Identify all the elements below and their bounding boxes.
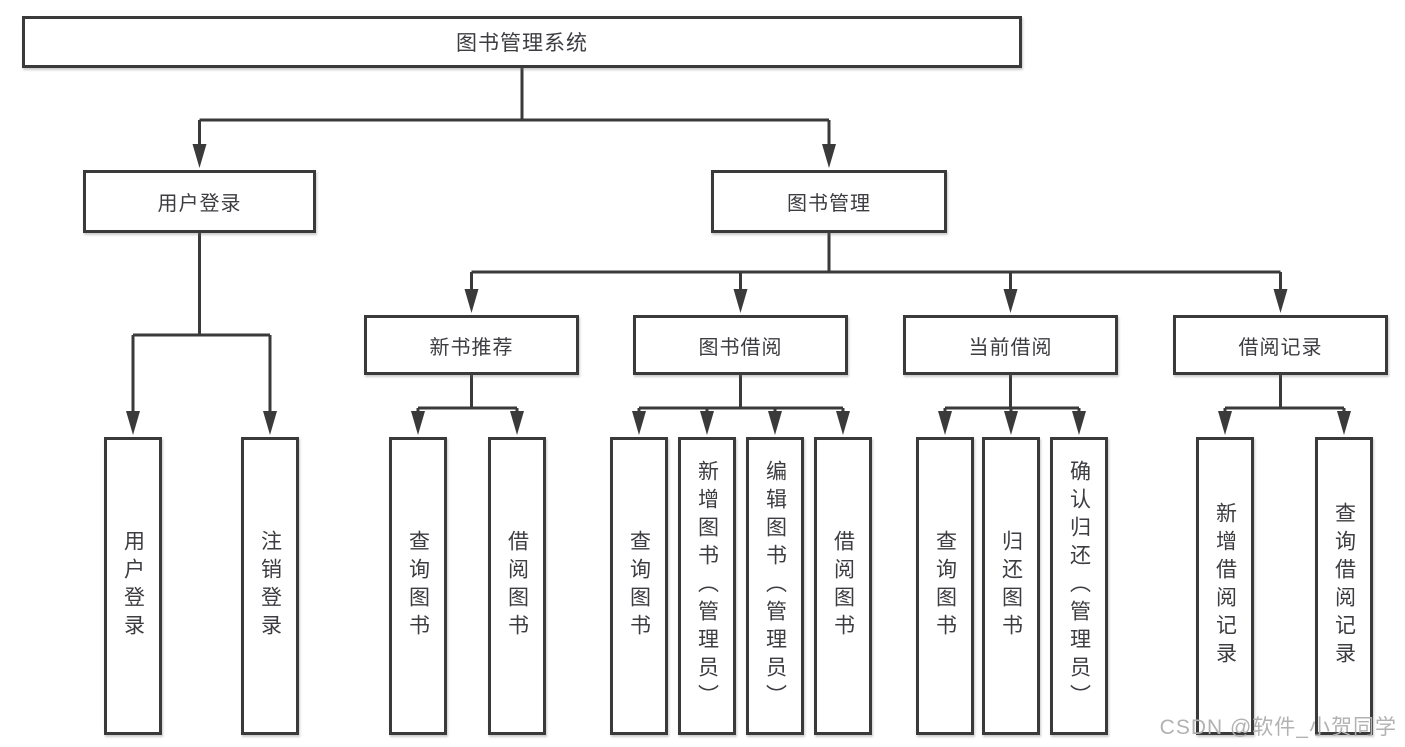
node-book-management-label: 图书管理	[787, 193, 871, 215]
leaf-add-book-admin: 新增图书（管理员）	[678, 437, 736, 735]
leaf-user-login-label: 用户登录	[121, 530, 145, 642]
leaf-borrow-query-book: 查询图书	[610, 437, 668, 735]
node-book-borrow-label: 图书借阅	[698, 336, 783, 359]
leaf-return-book-label: 归还图书	[999, 530, 1023, 642]
node-new-book-recommend: 新书推荐	[364, 315, 579, 375]
leaf-confirm-return-admin: 确认归还（管理员）	[1050, 437, 1108, 735]
leaf-add-borrow-record: 新增借阅记录	[1196, 437, 1254, 735]
leaf-newbook-borrow-book: 借阅图书	[488, 437, 546, 735]
leaf-edit-book-admin-label: 编辑图书（管理员）	[763, 460, 787, 712]
leaf-confirm-return-admin-label: 确认归还（管理员）	[1067, 460, 1091, 712]
leaf-user-login: 用户登录	[104, 437, 162, 735]
leaf-return-book: 归还图书	[982, 437, 1040, 735]
csdn-watermark: CSDN @软件_小贺同学	[1159, 716, 1397, 739]
node-current-borrow: 当前借阅	[903, 315, 1118, 375]
leaf-add-borrow-record-label: 新增借阅记录	[1213, 502, 1237, 670]
leaf-newbook-borrow-book-label: 借阅图书	[505, 530, 529, 642]
leaf-current-query-book-label: 查询图书	[933, 530, 957, 642]
leaf-query-borrow-record: 查询借阅记录	[1315, 437, 1373, 735]
leaf-logout: 注销登录	[241, 437, 299, 735]
node-book-borrow: 图书借阅	[633, 315, 848, 375]
node-book-management: 图书管理	[711, 170, 947, 233]
leaf-add-book-admin-label: 新增图书（管理员）	[695, 460, 719, 712]
leaf-borrow-borrow-book-label: 借阅图书	[831, 530, 855, 642]
node-current-borrow-label: 当前借阅	[968, 336, 1053, 359]
node-new-book-recommend-label: 新书推荐	[429, 336, 514, 359]
node-library-system-label: 图书管理系统	[456, 32, 588, 55]
node-borrow-records: 借阅记录	[1173, 315, 1388, 375]
leaf-current-query-book: 查询图书	[916, 437, 974, 735]
leaf-borrow-borrow-book: 借阅图书	[814, 437, 872, 735]
leaf-newbook-query-book-label: 查询图书	[406, 530, 430, 642]
leaf-newbook-query-book: 查询图书	[389, 437, 447, 735]
node-library-system: 图书管理系统	[22, 16, 1022, 68]
leaf-borrow-query-book-label: 查询图书	[627, 530, 651, 642]
leaf-query-borrow-record-label: 查询借阅记录	[1332, 502, 1356, 670]
node-user-login: 用户登录	[83, 170, 316, 233]
node-user-login-label: 用户登录	[157, 193, 242, 215]
node-borrow-records-label: 借阅记录	[1238, 336, 1323, 359]
leaf-edit-book-admin: 编辑图书（管理员）	[746, 437, 804, 735]
leaf-logout-label: 注销登录	[258, 530, 282, 642]
